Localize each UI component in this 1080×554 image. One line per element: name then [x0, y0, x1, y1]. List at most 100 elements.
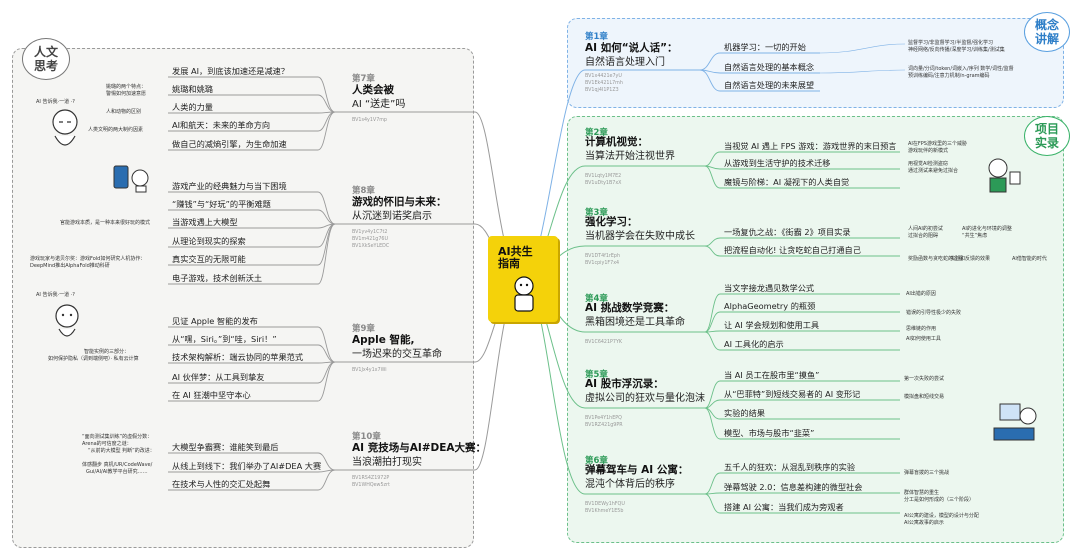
chapter-item: 魔镜与阶梯：AI 凝视下的人类自觉: [724, 177, 849, 187]
chapter-item: 电子游戏，技术创新沃土: [172, 273, 262, 283]
book-title: AI共生 指南: [498, 246, 533, 270]
chapter-note: 思维链的作用: [906, 326, 936, 333]
chapter-item: 让 AI 学会规划和使用工具: [724, 320, 819, 330]
chapter-note: Arena的可信度之谜：: [82, 441, 132, 448]
chapter-bv-id: BV1Lqty1M7E2: [585, 174, 621, 181]
chapter-item: AI 伙伴梦：从工具到挚友: [172, 372, 265, 382]
chapter-title: 人类会被: [352, 84, 394, 97]
chapter-item: 当文字接龙遇见数学公式: [724, 283, 814, 293]
chapter-subtitle: 虚拟公司的狂欢与量化泡沫: [585, 392, 705, 405]
chapter-note: 游戏玩伴的新模式: [908, 148, 948, 155]
chapter-subtitle: 当浪潮拍打现实: [352, 456, 422, 469]
connector: [318, 327, 335, 362]
chapter-note: “共生”焦虑: [962, 233, 987, 240]
stock-robot-doodle-icon: [988, 398, 1048, 448]
chapter-number: 第9章: [352, 322, 375, 334]
chapter-note: 用视觉AI检测盗窃: [908, 161, 948, 168]
chapter-bv-id: BV1Pe4Y1hEPQ: [585, 416, 622, 423]
chapter-bv-id: BV1KhmeY1E5b: [585, 509, 623, 516]
chapter-note: AI借智能的时代: [1012, 256, 1047, 263]
chapter-note: 如何保护隐私（调到端侧吧）· 私有云计算: [48, 356, 139, 363]
chapter-note: 人和动物的区别: [106, 109, 141, 116]
chapter-item: 人类的力量: [172, 102, 213, 112]
chapter-bv-id: BV1C6421P7YK: [585, 340, 622, 347]
chapter-bv-id: BV1XkSeYLEDC: [352, 244, 389, 251]
chapter-1-bv-id: BV1qj4I1P1Z3: [585, 88, 619, 95]
thinking-person-doodle-icon: [40, 100, 90, 160]
chapter-note: 游戏玩家与诺贝尔奖：游戏Fold如何研究人机协作：: [30, 256, 145, 263]
chapter-subtitle: 从沉迷到诺奖启示: [352, 210, 432, 223]
chapter-1-note: 神经网络/反向传播/深度学习/训练集/测试集: [908, 47, 1005, 54]
chapter-item: 弹幕驾驶 2.0：信息差构建的微型社会: [724, 482, 862, 492]
connector: [705, 473, 720, 494]
chapter-item: 做自己的减熵引擎，为生命加速: [172, 139, 287, 149]
chapter-item: 从线上到线下：我们举办了AI#DEA 大赛: [172, 461, 321, 471]
chapter-subtitle: 混沌个体背后的秩序: [585, 478, 675, 491]
connector: [705, 152, 720, 166]
connector: [705, 238, 720, 246]
chapter-title: 计算机视觉：: [585, 136, 648, 149]
chapter-note: 姚璐的两个特点：: [106, 84, 146, 91]
chapter-note: 弹幕盲拨的三个挑战: [904, 470, 949, 477]
chapter-note: Gui/AI/AI教学平台研究……: [86, 469, 148, 476]
humanities-tag: 人文 思考: [22, 38, 70, 80]
chapter-1-note: 词向量/分词/token/词嵌入/序列 数学/词性/监督: [908, 66, 1014, 73]
chapter-bv-id: BV1Jx4y1x7Wi: [352, 368, 387, 375]
chapter-note: 人间AI的初尝试: [908, 226, 943, 233]
chapter-1-title: AI 如何“说人话”：: [585, 42, 678, 55]
chapter-bv-id: BV1uDty1B7xX: [585, 181, 621, 188]
connector: [318, 210, 335, 224]
chapter-bv-id: BV1cpiy1F7x4: [585, 261, 619, 268]
chapter-note: 群体智慧的重生: [904, 490, 939, 497]
book-cover[interactable]: AI共生 指南: [488, 236, 558, 322]
chapter-1-note: 预训练编码/注意力机制/n-gram编码: [908, 73, 990, 80]
chapter-item: 五千人的狂欢：从混乱到秩序的实验: [724, 462, 855, 472]
chapter-item: 当 AI 员工在股市里“摸鱼”: [724, 370, 819, 380]
chapter-note: 人类文明的两大制约因素: [88, 127, 143, 134]
chapter-note: AI的进化与环境的调整: [962, 226, 1012, 233]
connector: [700, 53, 720, 70]
chapter-bv-id: BV1m421g76U: [352, 237, 388, 244]
chapter-note: “面向测试集训练”的虚假分数：: [82, 434, 152, 441]
chapter-item: 搭建 AI 公寓：当我们成为旁观者: [724, 502, 844, 512]
connector: [318, 224, 335, 265]
chapter-title: AI 股市浮沉录：: [585, 378, 664, 391]
chapter-note: DeepMind推出AlphaFold推动科研: [30, 263, 110, 270]
chapter-note: 智能实例的三部分：: [84, 349, 129, 356]
chapter-title: AI 挑战数学竞赛：: [585, 302, 674, 315]
chapter-item: 在 AI 狂潮中坚守本心: [172, 390, 251, 400]
connector: [705, 246, 720, 256]
chapter-note: 分工是如何形成的（三个阶段）: [904, 497, 974, 504]
chapter-item: AI和航天：未来的革命方向: [172, 120, 270, 130]
chapter-item: 真实交互的无限可能: [172, 254, 246, 264]
chapter-item: 把流程自动化! 让贪吃蛇自己打通自己: [724, 245, 861, 255]
chapter-item: 从游戏到生活守护的技术迁移: [724, 158, 830, 168]
connector: [705, 332, 720, 350]
chapter-item: 技术架构解析：端云协同的苹果范式: [172, 352, 303, 362]
chapter-note: AI公寓的建设，模型的设计与分配: [904, 513, 979, 520]
chapter-note: 通过测试来避免过拟合: [908, 168, 958, 175]
speech-bubble-1: AI 告诉我·一道 ·?: [36, 98, 75, 105]
book-character-icon: [506, 274, 542, 314]
chapter-item: 当视觉 AI 遇上 FPS 游戏：游戏世界的末日预言: [724, 141, 896, 151]
chapter-bv-id: BV1RZ421g9PR: [585, 423, 623, 430]
chapter-item: 一场复仇之战：《街霸 2》项目实录: [724, 227, 851, 237]
chapter-item: 模型、市场与股市“韭菜”: [724, 428, 814, 438]
connector: [318, 192, 335, 224]
chapter-item: 从理论到现实的探索: [172, 236, 246, 246]
chapter-subtitle: 黑箱困境还是工具革命: [585, 316, 685, 329]
gaming-doodle-icon: [108, 160, 158, 194]
chapter-number: 第8章: [352, 184, 375, 196]
chapter-title: 弹幕驾车与 AI 公寓：: [585, 464, 688, 477]
chapter-subtitle: AI “送走”吗: [352, 98, 405, 111]
chapter-item: AI 工具化的启示: [724, 339, 784, 349]
vision-robot-doodle-icon: [976, 154, 1026, 198]
chapter-note: AI公寓故事的启示: [904, 520, 944, 527]
chapter-bv-id: BV1RS4Z1972P: [352, 476, 389, 483]
chapter-1-item: 机器学习：一切的开始: [724, 42, 806, 52]
chapter-note: 模拟盘和短线交易: [904, 394, 944, 401]
chapter-number: 第7章: [352, 72, 375, 84]
chapter-item: 从“嘿，Siri。”到“哇，Siri！”: [172, 334, 277, 344]
connector: [318, 112, 335, 150]
chapter-note: “从前的大模型 判断”的改进：: [88, 448, 155, 455]
